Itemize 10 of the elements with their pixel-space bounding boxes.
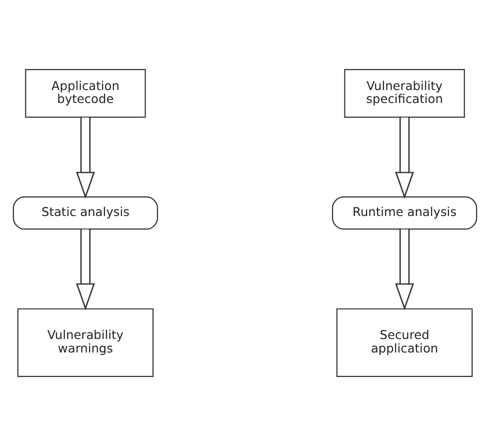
node-box: Secured application <box>336 308 472 377</box>
arrow <box>75 229 94 310</box>
arrow <box>75 117 94 199</box>
arrow <box>394 117 414 199</box>
arrow <box>394 229 414 310</box>
node-box: Vulnerability warnings <box>16 308 154 377</box>
node-box: Static analysis <box>12 196 158 230</box>
node-box: Application bytecode <box>24 69 146 118</box>
node-box: Runtime analysis <box>331 196 477 230</box>
node-box: Vulnerability specification <box>344 69 464 118</box>
